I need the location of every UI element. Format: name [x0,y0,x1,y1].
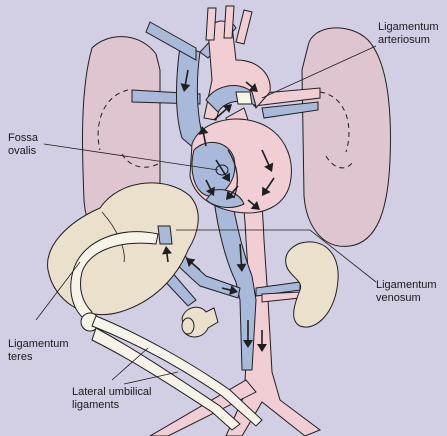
kidney [285,241,339,328]
leader-lateral-umbilical-2 [123,371,179,385]
leader-ligamentum-teres [35,261,81,321]
label-ligamentum-teres: Ligamentum teres [8,338,69,363]
flow-arrow-head [257,344,267,352]
flow-arrow-head [264,162,274,172]
flow-arrow-head [198,126,209,135]
flow-arrow-shaft [215,159,228,179]
left-pulmonary-veins [261,101,319,119]
flow-arrow-head [222,104,232,114]
leader-lateral-umbilical-1 [111,347,149,381]
flow-arrow-head [205,186,215,196]
flow-arrow-head [229,285,238,295]
intestine-lumen [181,317,195,335]
flow-arrow-head [221,172,230,182]
left-lung [301,27,391,247]
ductus-arteriosus-ligament [235,91,253,105]
flow-arrow-shaft [239,243,243,268]
flow-arrow-head [250,201,260,210]
label-ligamentum-venosum: Ligamentum venosum [376,279,437,304]
inferior-vena-cava [213,199,257,371]
leader-ligamentum-arteriosum [261,45,377,99]
interatrial-septum [227,149,238,199]
umbilical-vein-in-liver [157,225,173,245]
label-lateral-umbilical-ligaments: Lateral umbilical ligaments [72,386,152,411]
flow-arrow-head [262,186,271,196]
flow-arrow-shaft [213,106,229,121]
flow-arrow-head [186,258,196,268]
flow-arrow-head [226,190,236,200]
right-lung-hilum-outline [97,89,129,151]
label-fossa-ovalis: Fossa ovalis [8,132,38,157]
right-ventricle [205,189,245,208]
flow-arrow-shaft [261,149,271,168]
flow-arrow-head [236,263,247,272]
carotid-arteries [205,5,253,45]
left-lung-hilum-outline [319,91,350,153]
lateral-umbilical-ligament-2 [91,327,241,431]
label-ligamentum-arteriosum: Ligamentum arteriosum [378,21,439,46]
leader-ligamentum-venosum [176,229,377,283]
right-lung-hilum-outline-lower [121,153,159,168]
flow-arrow-head [243,340,253,348]
flow-arrow-head [180,83,191,92]
leader-fossa-ovalis [43,143,219,171]
flow-arrow-head [162,246,172,255]
lateral-umbilical-ligament-1 [91,315,263,427]
left-lung-hilum-outline-lower [325,155,355,169]
flow-arrows [162,69,275,352]
flow-arrow-head [248,83,258,92]
